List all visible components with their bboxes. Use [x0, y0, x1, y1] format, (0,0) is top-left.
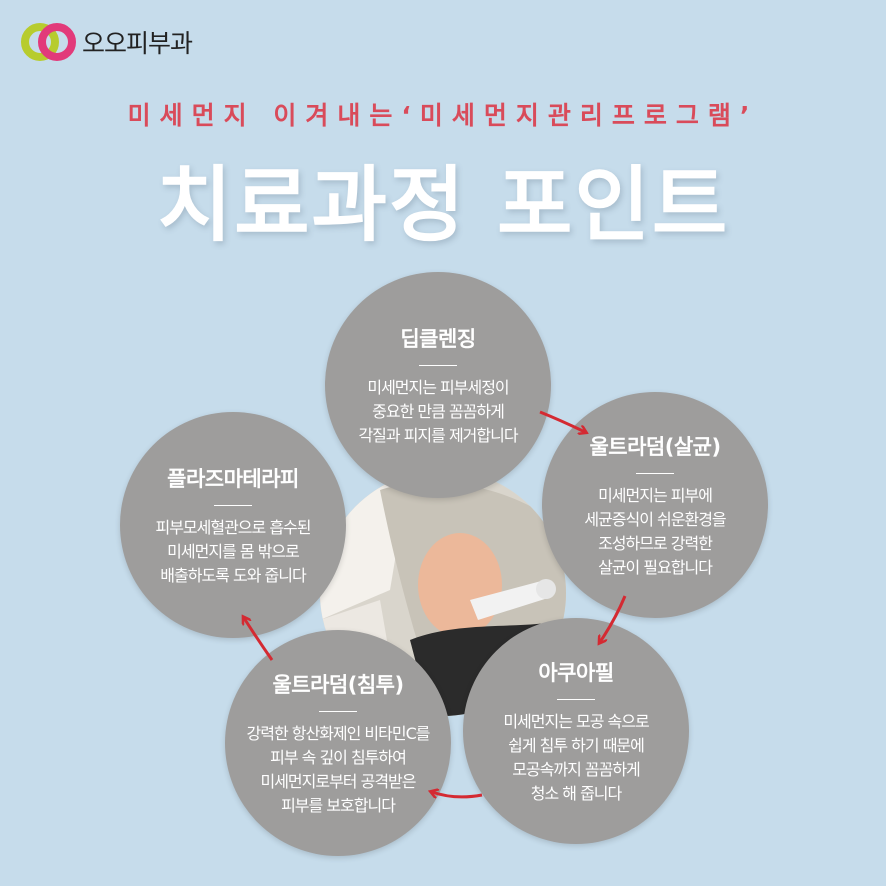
page-title: 치료과정 포인트 [156, 158, 730, 253]
step-ultraderm-penetrate: 울트라덤(침투) 강력한 항산화제인 비타민C를 피부 속 깊이 침투하여 미세… [225, 630, 451, 856]
divider [319, 710, 357, 712]
step-plasma-therapy: 플라즈마테라피 피부모세혈관으로 흡수된 미세먼지를 몸 밖으로 배출하도록 도… [120, 412, 346, 638]
brand-logo: 오오피부과 [20, 22, 193, 62]
divider [557, 698, 595, 700]
divider [636, 472, 674, 474]
page-subtitle: 미세먼지 이겨내는‘미세먼지관리프로그램’ [127, 101, 759, 130]
step-aqua-peel: 아쿠아필 미세먼지는 모공 속으로 쉽게 침투 하기 때문에 모공속까지 꼼꼼하… [463, 618, 689, 844]
divider [419, 364, 457, 366]
step-ultraderm-sterilize: 울트라덤(살균) 미세먼지는 피부에 세균증식이 쉬운환경을 조성하므로 강력한… [542, 392, 768, 618]
arrow-3-to-4 [432, 792, 483, 797]
step-title: 아쿠아필 [538, 660, 614, 685]
step-description: 미세먼지는 모공 속으로 쉽게 침투 하기 때문에 모공속까지 꼼꼼하게 청소 … [503, 711, 649, 803]
step-title: 딥클렌징 [400, 326, 476, 351]
step-description: 강력한 항산화제인 비타민C를 피부 속 깊이 침투하여 미세먼지로부터 공격받… [246, 723, 431, 815]
divider [214, 504, 252, 506]
brand-name: 오오피부과 [82, 24, 193, 60]
step-description: 피부모세혈관으로 흡수된 미세먼지를 몸 밖으로 배출하도록 도와 줍니다 [155, 517, 311, 585]
step-description: 미세먼지는 피부에 세균증식이 쉬운환경을 조성하므로 강력한 살균이 필요합니… [584, 485, 726, 577]
step-title: 울트라덤(침투) [272, 672, 404, 697]
step-description: 미세먼지는 피부세정이 중요한 만큼 꼼꼼하게 각질과 피지를 제거합니다 [358, 377, 518, 445]
brand-name-oo: 오오 [82, 29, 127, 58]
step-deep-cleansing: 딥클렌징 미세먼지는 피부세정이 중요한 만큼 꼼꼼하게 각질과 피지를 제거합… [325, 272, 551, 498]
rings-logo-icon [21, 23, 76, 61]
step-title: 플라즈마테라피 [167, 466, 299, 491]
step-title: 울트라덤(살균) [589, 434, 721, 459]
brand-name-rest: 피부과 [126, 29, 193, 58]
